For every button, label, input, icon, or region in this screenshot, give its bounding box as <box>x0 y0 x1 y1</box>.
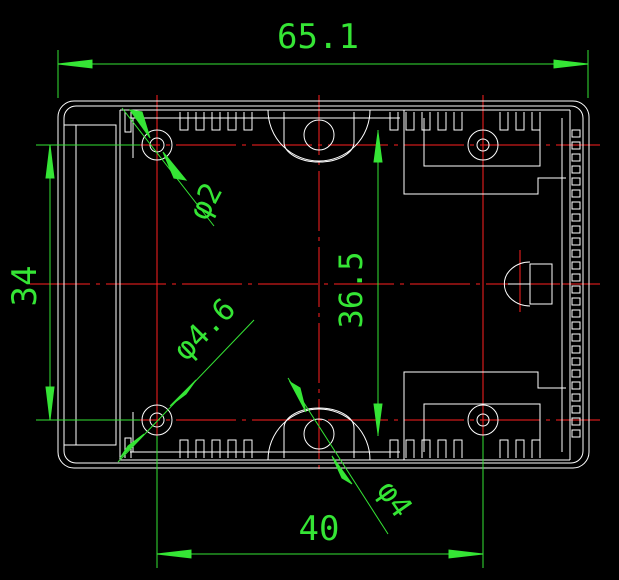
side-rib <box>571 165 581 174</box>
side-rib <box>571 369 581 378</box>
dim-dia-large-label: φ4.6 <box>167 292 243 368</box>
side-rib <box>571 393 581 402</box>
dim-inner-height-label: 34 <box>5 266 45 307</box>
side-rib <box>571 177 581 186</box>
side-rib <box>571 321 581 330</box>
side-rib <box>571 417 581 426</box>
dim-inner-height <box>36 144 140 421</box>
side-rib <box>571 273 581 282</box>
side-latch <box>503 261 553 307</box>
bottom-vent-slots <box>179 439 541 458</box>
side-rib <box>571 309 581 318</box>
dim-dia-small-label: φ2 <box>182 177 230 225</box>
side-rib <box>571 381 581 390</box>
dim-overall-width <box>57 50 589 98</box>
dim-overall-width-label: 65.1 <box>277 17 359 57</box>
side-rib <box>571 345 581 354</box>
bottom-center-boss <box>267 407 371 461</box>
side-rib <box>571 249 581 258</box>
side-rib <box>571 297 581 306</box>
top-center-boss <box>267 109 371 163</box>
side-rib <box>571 357 581 366</box>
side-rib <box>571 201 581 210</box>
side-rib <box>571 261 581 270</box>
side-rib <box>571 429 581 438</box>
dimensions: 65.1 34 36.5 40 <box>5 17 589 568</box>
hole-top-left <box>124 112 173 161</box>
dim-center-span <box>373 130 383 436</box>
dim-dia-small <box>121 107 215 227</box>
dim-center-span-label: 36.5 <box>332 251 370 328</box>
pocket-bottom-right <box>403 371 566 460</box>
side-rib <box>571 333 581 342</box>
side-rib <box>571 153 581 162</box>
side-rib <box>571 141 581 150</box>
right-side-ribs <box>571 129 581 438</box>
side-rib <box>571 285 581 294</box>
dim-dia-bottom <box>287 377 389 535</box>
outer-shell <box>57 100 590 469</box>
dim-hole-spacing-label: 40 <box>299 509 340 549</box>
side-rib <box>571 129 581 138</box>
side-rib <box>571 213 581 222</box>
top-vent-slots <box>179 112 541 131</box>
side-rib <box>571 237 581 246</box>
side-rib <box>571 225 581 234</box>
dim-dia-large <box>117 319 255 463</box>
enclosure-outline <box>57 100 590 469</box>
dim-hole-spacing <box>156 436 484 568</box>
side-rib <box>571 405 581 414</box>
pocket-top-right <box>403 110 566 195</box>
side-rib <box>571 189 581 198</box>
